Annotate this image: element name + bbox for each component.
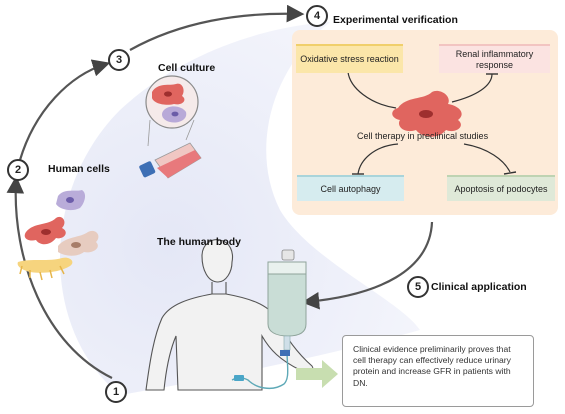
- cell-therapy-center-label: Cell therapy in preclinical studies: [357, 131, 489, 141]
- arc-1-to-2: [6, 175, 113, 379]
- apoptosis-box: Apoptosis of podocytes: [447, 175, 555, 201]
- arc-2-to-3: [18, 59, 111, 161]
- step-1-marker: 1: [105, 381, 127, 403]
- cell-autophagy-box: Cell autophagy: [297, 175, 404, 201]
- step-3-marker: 3: [108, 49, 130, 71]
- human-body-title: The human body: [157, 236, 241, 248]
- step-5-marker: 5: [407, 276, 429, 298]
- arc-3-to-4: [129, 4, 305, 51]
- renal-inflammatory-box: Renal inflammatory response: [439, 44, 550, 73]
- step-4-marker: 4: [306, 5, 328, 27]
- arc-4-to-5: [301, 221, 434, 310]
- human-cells-title: Human cells: [48, 163, 110, 175]
- experimental-verification-title: Experimental verification: [333, 14, 458, 26]
- inhibit-autophagy: [357, 143, 399, 175]
- iv-infusion-illustration: [231, 249, 307, 390]
- inhibit-apoptosis: [463, 143, 511, 173]
- clinical-application-title: Clinical application: [431, 281, 527, 293]
- evidence-arrow: [296, 360, 338, 388]
- cell-culture-title: Cell culture: [158, 62, 216, 74]
- inhibit-oxidative: [347, 71, 397, 109]
- culture-flask: [139, 142, 202, 179]
- oxidative-stress-box: Oxidative stress reaction: [296, 44, 403, 73]
- human-cells-illustration: [17, 190, 99, 281]
- inhibit-renal: [451, 73, 493, 103]
- clinical-evidence-box: Clinical evidence preliminarily proves t…: [342, 335, 534, 407]
- step-2-marker: 2: [7, 159, 29, 181]
